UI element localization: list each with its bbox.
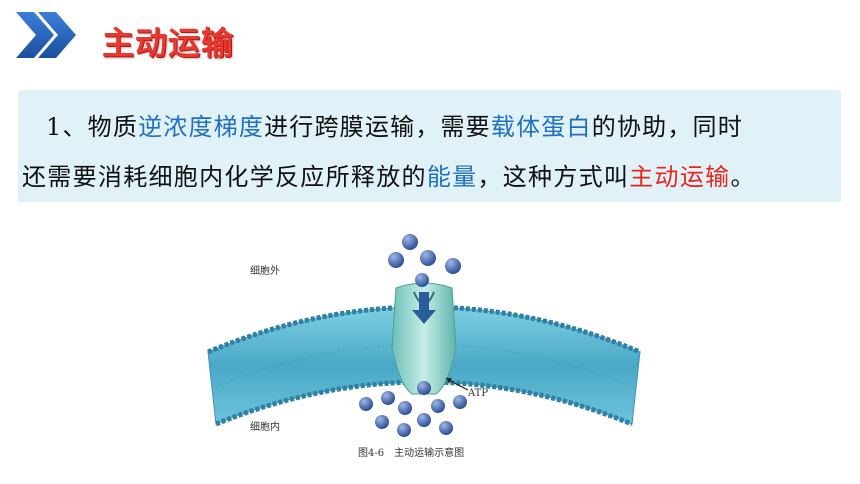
definition-line-1: 1、物质逆浓度梯度进行跨膜运输，需要载体蛋白的协助，同时 [38,102,825,152]
molecules-outside [388,234,461,287]
channel-arrow [419,292,429,310]
definition-box: 1、物质逆浓度梯度进行跨膜运输，需要载体蛋白的协助，同时 还需要消耗细胞内化学反… [18,90,841,202]
atp-label: ATP [467,388,488,399]
active-transport-diagram: ATP 细胞外 细胞内 图4-6 主动运输示意图 [207,234,641,459]
text-segment: 的协助，同时 [591,113,743,141]
figure-caption: 图4-6 主动运输示意图 [358,446,464,459]
definition-line-2: 还需要消耗细胞内化学反应所释放的能量，这种方式叫主动运输。 [22,152,825,202]
molecules-inside [359,381,467,437]
highlight-term-red: 主动运输 [629,163,731,191]
text-segment: 。 [730,163,756,191]
text-segment: 还需要消耗细胞内化学反应所释放的 [22,163,427,191]
outside-label: 细胞外 [250,264,280,277]
text-segment: ，这种方式叫 [477,163,630,191]
page-title: 主动运输 [102,24,235,62]
double-chevron-right-icon [16,12,76,58]
text-segment: 进行跨膜运输，需要 [264,113,491,141]
highlight-term: 载体蛋白 [490,113,592,141]
text-segment: 1、物质 [46,113,139,141]
highlight-term: 逆浓度梯度 [138,113,265,141]
inside-label: 细胞内 [250,420,280,433]
highlight-term: 能量 [426,163,478,191]
